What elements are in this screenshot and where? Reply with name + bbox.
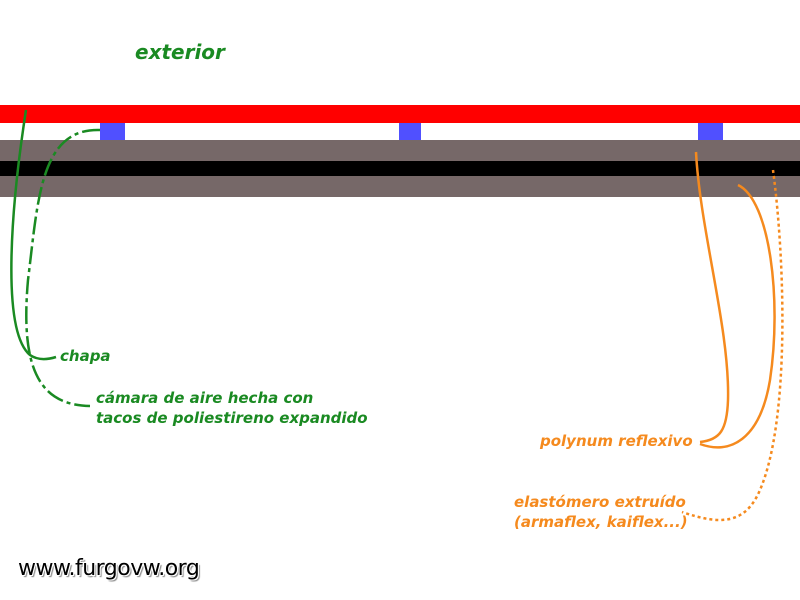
camara-leader-line — [25, 128, 101, 408]
elastomero-label: elastómero extruído (armaflex, kaiflex..… — [514, 492, 688, 532]
exterior-title: exterior — [135, 40, 225, 64]
polynum-layer-top — [0, 140, 800, 161]
taco-block-1 — [100, 123, 125, 140]
elastomero-leader-line — [681, 169, 784, 522]
chapa-layer — [0, 105, 800, 123]
chapa-leader-line — [10, 109, 57, 361]
polynum-label: polynum reflexivo — [540, 432, 693, 450]
elastomero-label-line1: elastómero extruído — [514, 493, 686, 511]
elastomero-label-line2: (armaflex, kaiflex...) — [514, 513, 688, 531]
camara-label-line1: cámara de aire hecha con — [96, 389, 314, 407]
camara-label-line2: tacos de poliestireno expandido — [96, 409, 368, 427]
watermark-url: www.furgovw.org — [18, 556, 200, 581]
taco-block-2 — [399, 123, 421, 140]
polynum-leader-line-1 — [694, 151, 730, 444]
camara-label: cámara de aire hecha con tacos de polies… — [96, 388, 368, 428]
chapa-label: chapa — [60, 347, 111, 365]
polynum-leader-line-2 — [699, 183, 776, 449]
polynum-layer-bottom — [0, 176, 800, 197]
elastomero-layer — [0, 161, 800, 176]
taco-block-3 — [698, 123, 723, 140]
